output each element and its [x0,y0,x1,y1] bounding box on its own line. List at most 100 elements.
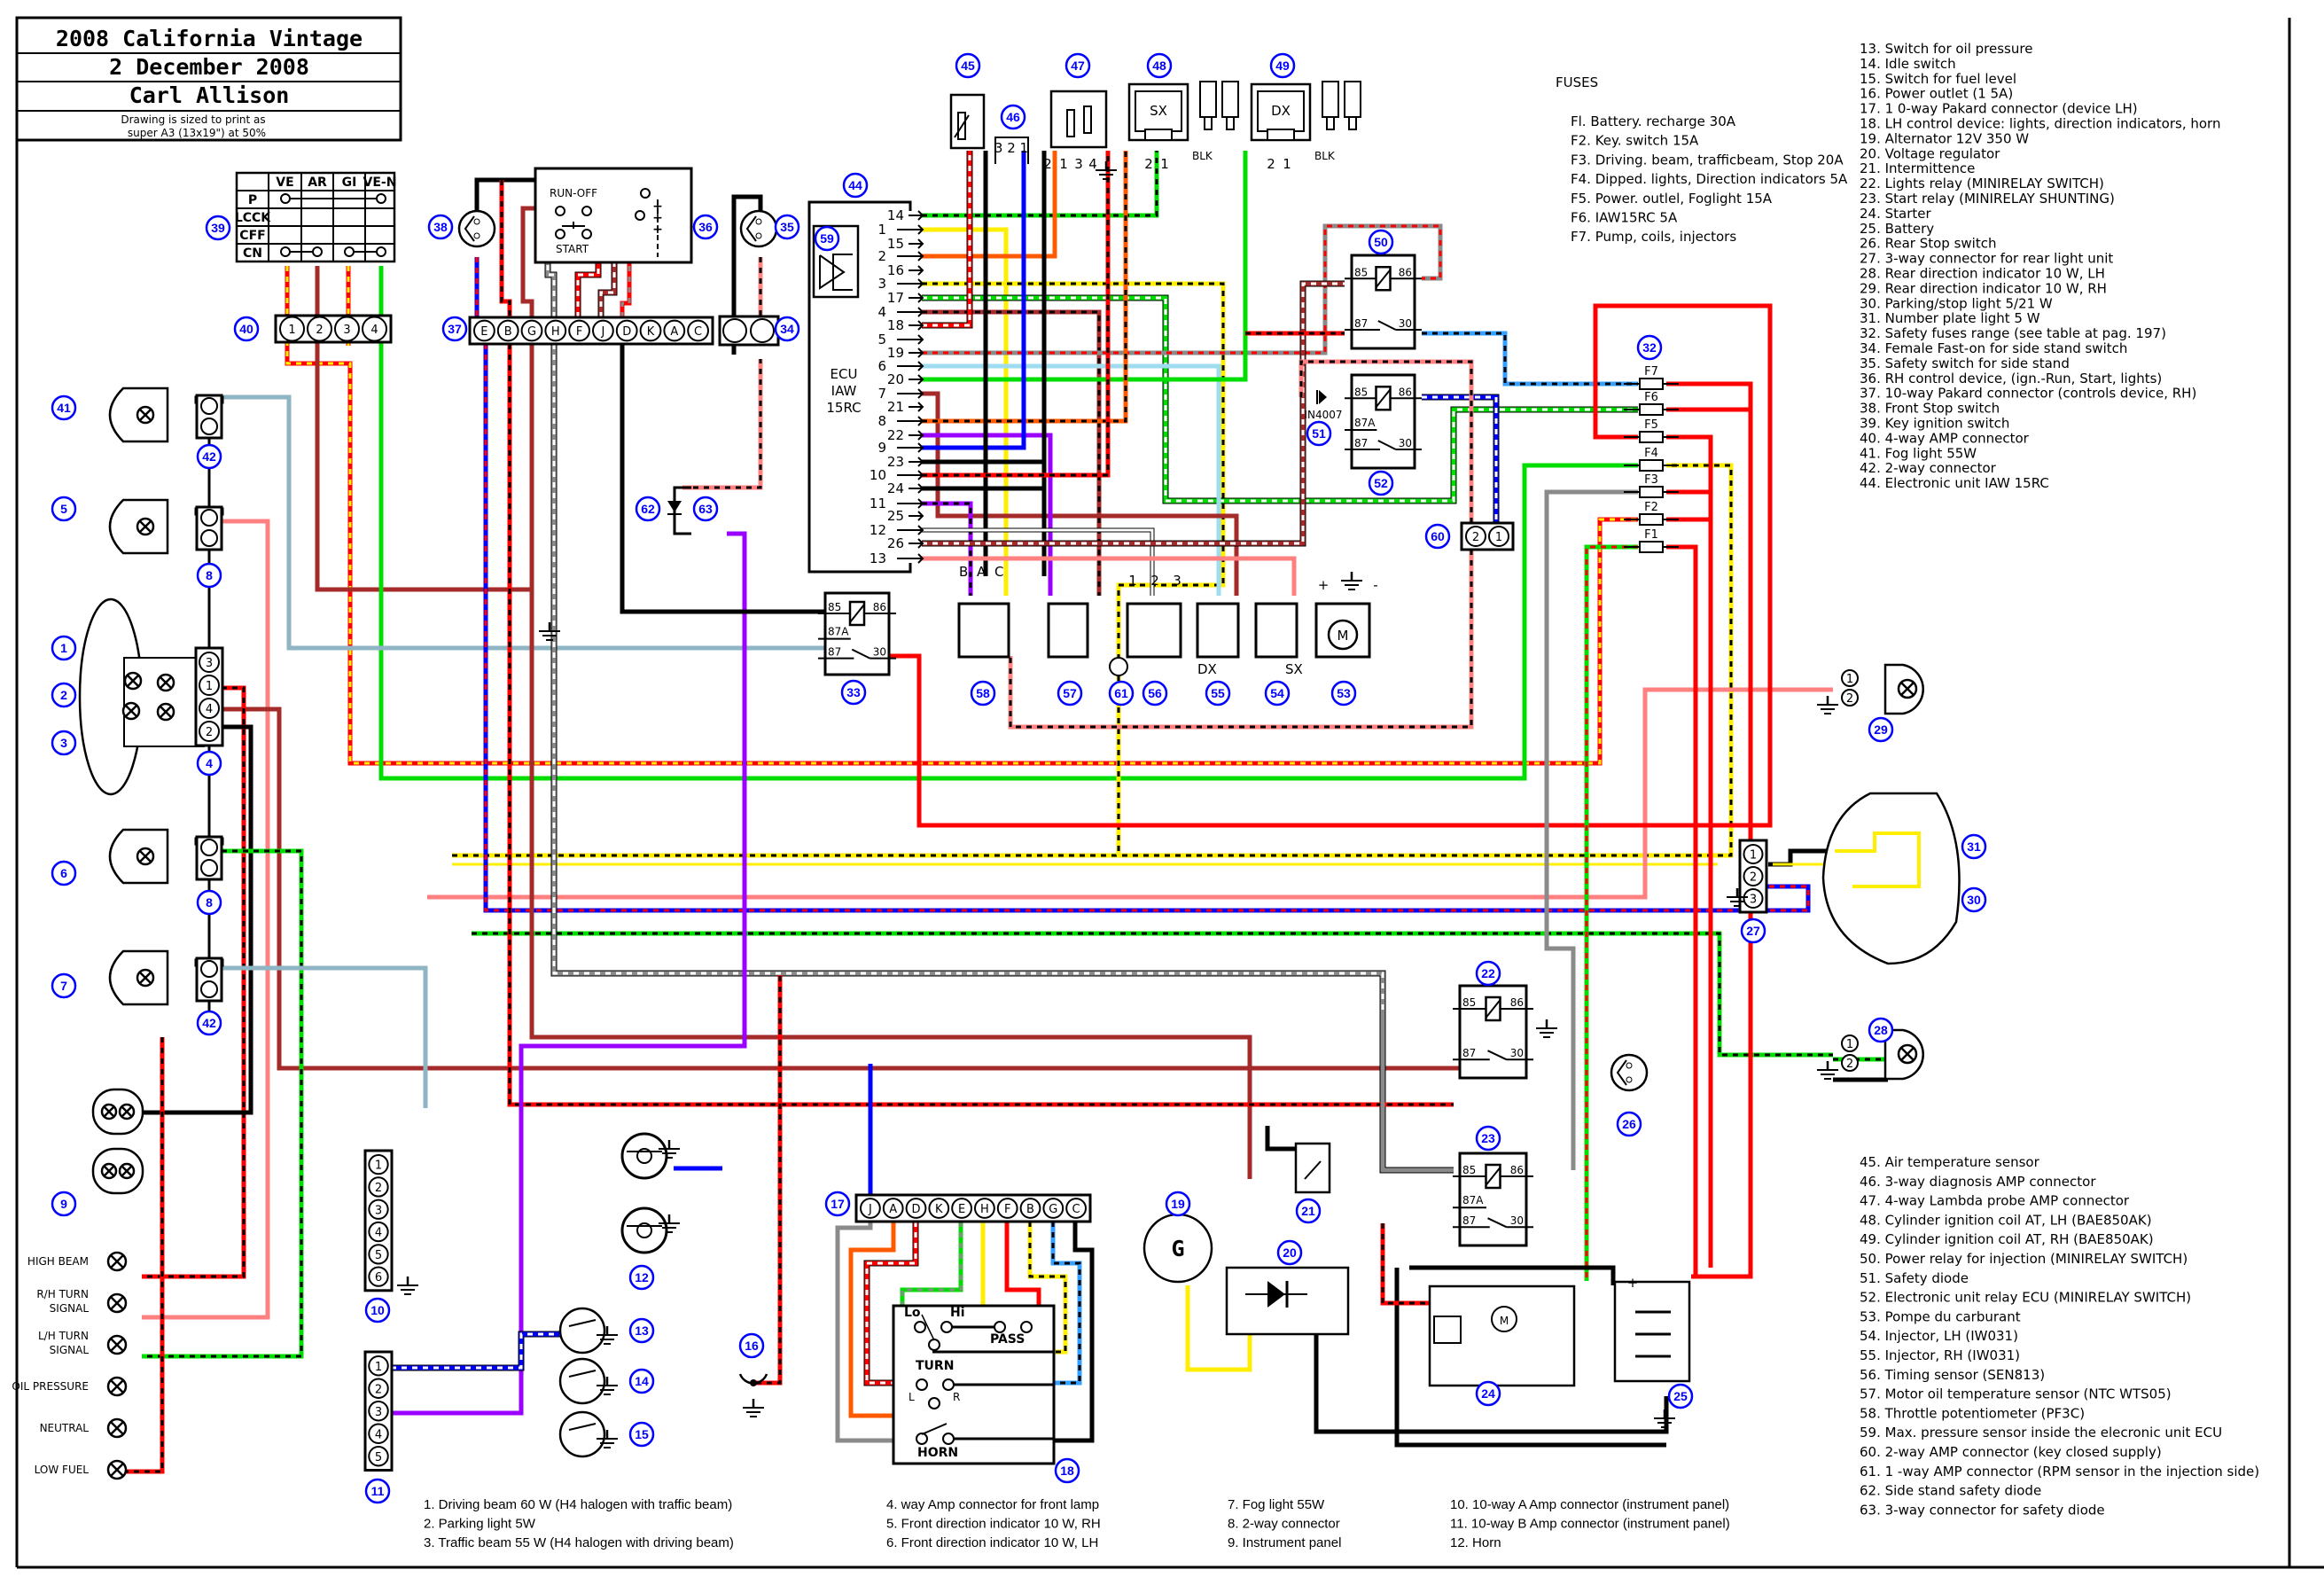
l-label: L [909,1391,915,1403]
legend-item: 56. Timing sensor (SEN813) [1860,1367,2045,1383]
ecu-pin-label: 9 [877,440,886,456]
callout-number: 34 [780,322,794,336]
component-callout: 48 [1146,52,1173,79]
component-callout: 4 [196,750,222,777]
wire [922,151,1159,218]
wire [731,194,763,317]
connector-34 [718,315,780,347]
legend-item: 44. Electronic unit IAW 15RC [1860,475,2049,491]
wire [922,309,1102,596]
ecu-pin-label: 23 [887,454,904,470]
wire [922,223,1443,355]
callout-number: 47 [1071,59,1085,73]
ecu-pin-label: 12 [870,522,886,538]
headlamp [78,597,205,796]
ecu-pin-label: 15 [887,236,904,252]
indicator-bulb-icon [106,1251,128,1272]
motor-label: M [1337,628,1349,644]
wire [142,519,270,1320]
coil-pin: 1 [1160,156,1169,172]
legend-item: 4. way Amp connector for front lamp [886,1497,1099,1512]
ground-icon [1817,696,1838,714]
coil-pin: 1 [1283,156,1291,172]
component-callout: 33 [840,679,867,706]
component-callout: 8 [196,889,222,916]
ecu-pin-label: 13 [870,550,886,566]
connector-pin: F [576,325,582,339]
component-callout: 18 [1054,1457,1080,1484]
legend-item: 3. Traffic beam 55 W (H4 halogen with dr… [424,1535,734,1550]
wire [922,151,1026,450]
callout-number: 60 [1431,529,1445,543]
ground-icon [539,622,560,641]
wire [922,151,1111,478]
starter: M [1428,1284,1576,1387]
component-callout: 41 [51,394,77,421]
ecu-pin-label: 21 [887,399,904,415]
blk-label: BLK [1192,150,1213,162]
relay-pin-86: 86 [1399,386,1412,398]
indicator-bulb-icon [106,1417,128,1439]
plus-sign: + [652,199,663,214]
fuse-legend-item: Fl. Battery. recharge 30A [1571,113,1736,129]
component-callout: 10 [364,1297,391,1323]
callout-number: 49 [1275,59,1290,73]
wire [1584,544,1638,1281]
safety-diode-icon: IN4007 [1304,390,1343,421]
wire [142,685,246,1279]
timing-pin: 3 [1173,573,1181,589]
legend-item: 10. 10-way A Amp connector (instrument p… [1450,1497,1729,1512]
wire [472,931,1833,1058]
connector-pin: 3 [375,1406,382,1419]
plus-sign: + [652,211,663,225]
indicator-lamp-label: LOW FUEL [35,1464,90,1476]
component-callout: 57 [1057,680,1083,707]
component-callout: 22 [1475,960,1501,987]
relay-pin-86: 86 [1399,266,1412,278]
ground-icon [1096,161,1117,180]
callout-number: 3 [60,736,67,750]
relay-pin-87a: 87A [1354,417,1376,429]
legend-item: 57. Motor oil temperature sensor (NTC WT… [1860,1386,2172,1402]
ecu-pin-label: 7 [877,386,886,402]
connector-pin: 4 [370,324,378,337]
wire [1409,1265,1616,1285]
legend-item: 17. 1 0-way Pakard connector (device LH) [1860,101,2138,117]
fuse: F4 [1624,447,1679,472]
relay-pin-30: 30 [1510,1047,1524,1059]
connector-pin: G [527,325,536,339]
fuse-label: F1 [1644,528,1658,542]
callout-number: 10 [370,1303,385,1317]
wire [427,687,1833,900]
legend-item: 32. Safety fuses range (see table at pag… [1860,325,2166,341]
alternator-label: G [1171,1236,1184,1261]
horn-icon [620,1132,668,1180]
two-way-connector [195,505,223,551]
component-callout: 58 [970,680,996,707]
legend-item: 7. Fog light 55W [1228,1497,1325,1512]
wire [285,266,1638,766]
fuse-legend-item: F2. Key. switch 15A [1571,133,1699,149]
connector-pin: 3 [206,657,213,670]
callout-number: 51 [1312,426,1326,441]
callout-number: 56 [1148,686,1162,700]
component-callout: 60 [1424,523,1451,550]
component-callout: 37 [441,316,468,342]
side-stand-diode-icon [667,486,691,535]
ground-icon [597,1430,618,1448]
connector-46-pins: 3 2 1 [994,140,1028,156]
indicator-lamp-label: L/H TURN [38,1330,89,1342]
callout-number: 24 [1481,1386,1495,1401]
component-callout: 44 [842,172,869,199]
relay-pin-30: 30 [873,646,886,659]
callout-number: 42 [202,449,216,464]
legend-item: 28. Rear direction indicator 10 W, LH [1860,266,2105,282]
component-callout: 39 [205,215,231,241]
callout-number: 6 [60,866,67,880]
throttle-potentiometer [957,602,1010,659]
callout-number: 23 [1481,1131,1495,1145]
